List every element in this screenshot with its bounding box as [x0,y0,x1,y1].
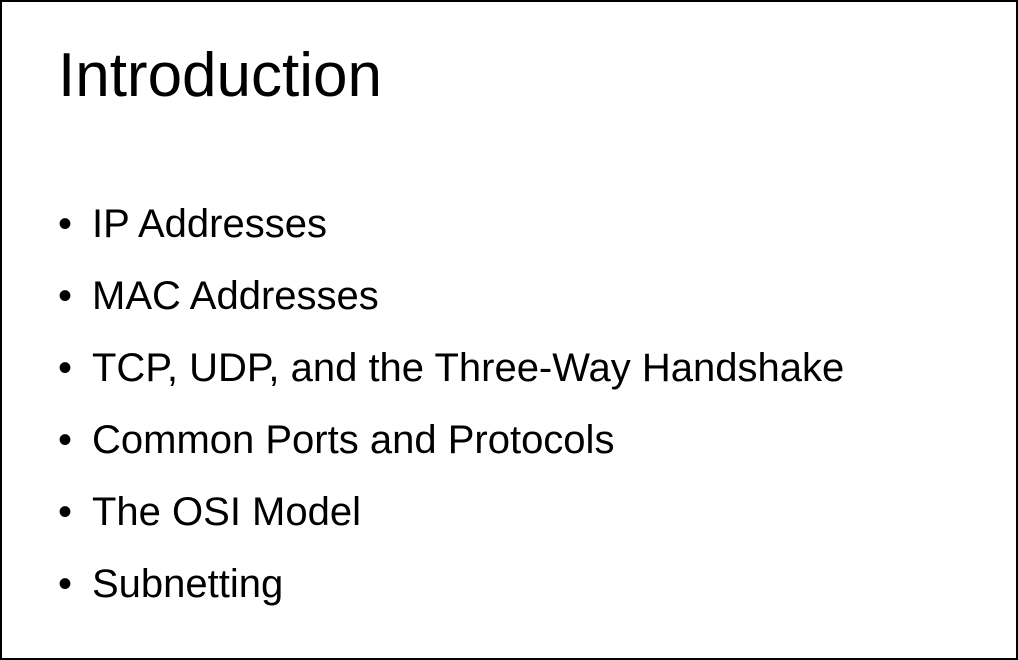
bullet-icon: • [58,418,73,462]
bullet-icon: • [58,202,73,246]
list-item: • IP Addresses [58,191,844,263]
list-item-text: The OSI Model [92,490,362,534]
bullet-icon: • [58,346,73,390]
list-item: • TCP, UDP, and the Three-Way Handshake [58,335,844,407]
list-item-text: TCP, UDP, and the Three-Way Handshake [92,346,845,390]
list-item-text: Subnetting [92,562,284,606]
bullet-icon: • [58,562,73,606]
list-item-text: IP Addresses [92,202,327,246]
bullet-icon: • [58,274,73,318]
slide-title: Introduction [58,41,382,110]
bullet-icon: • [58,490,73,534]
list-item: • Common Ports and Protocols [58,407,844,479]
list-item: • Subnetting [58,551,844,623]
bullet-list: • IP Addresses • MAC Addresses • TCP, UD… [58,191,844,623]
list-item: • MAC Addresses [58,263,844,335]
list-item-text: MAC Addresses [92,274,379,318]
list-item-text: Common Ports and Protocols [92,418,615,462]
list-item: • The OSI Model [58,479,844,551]
